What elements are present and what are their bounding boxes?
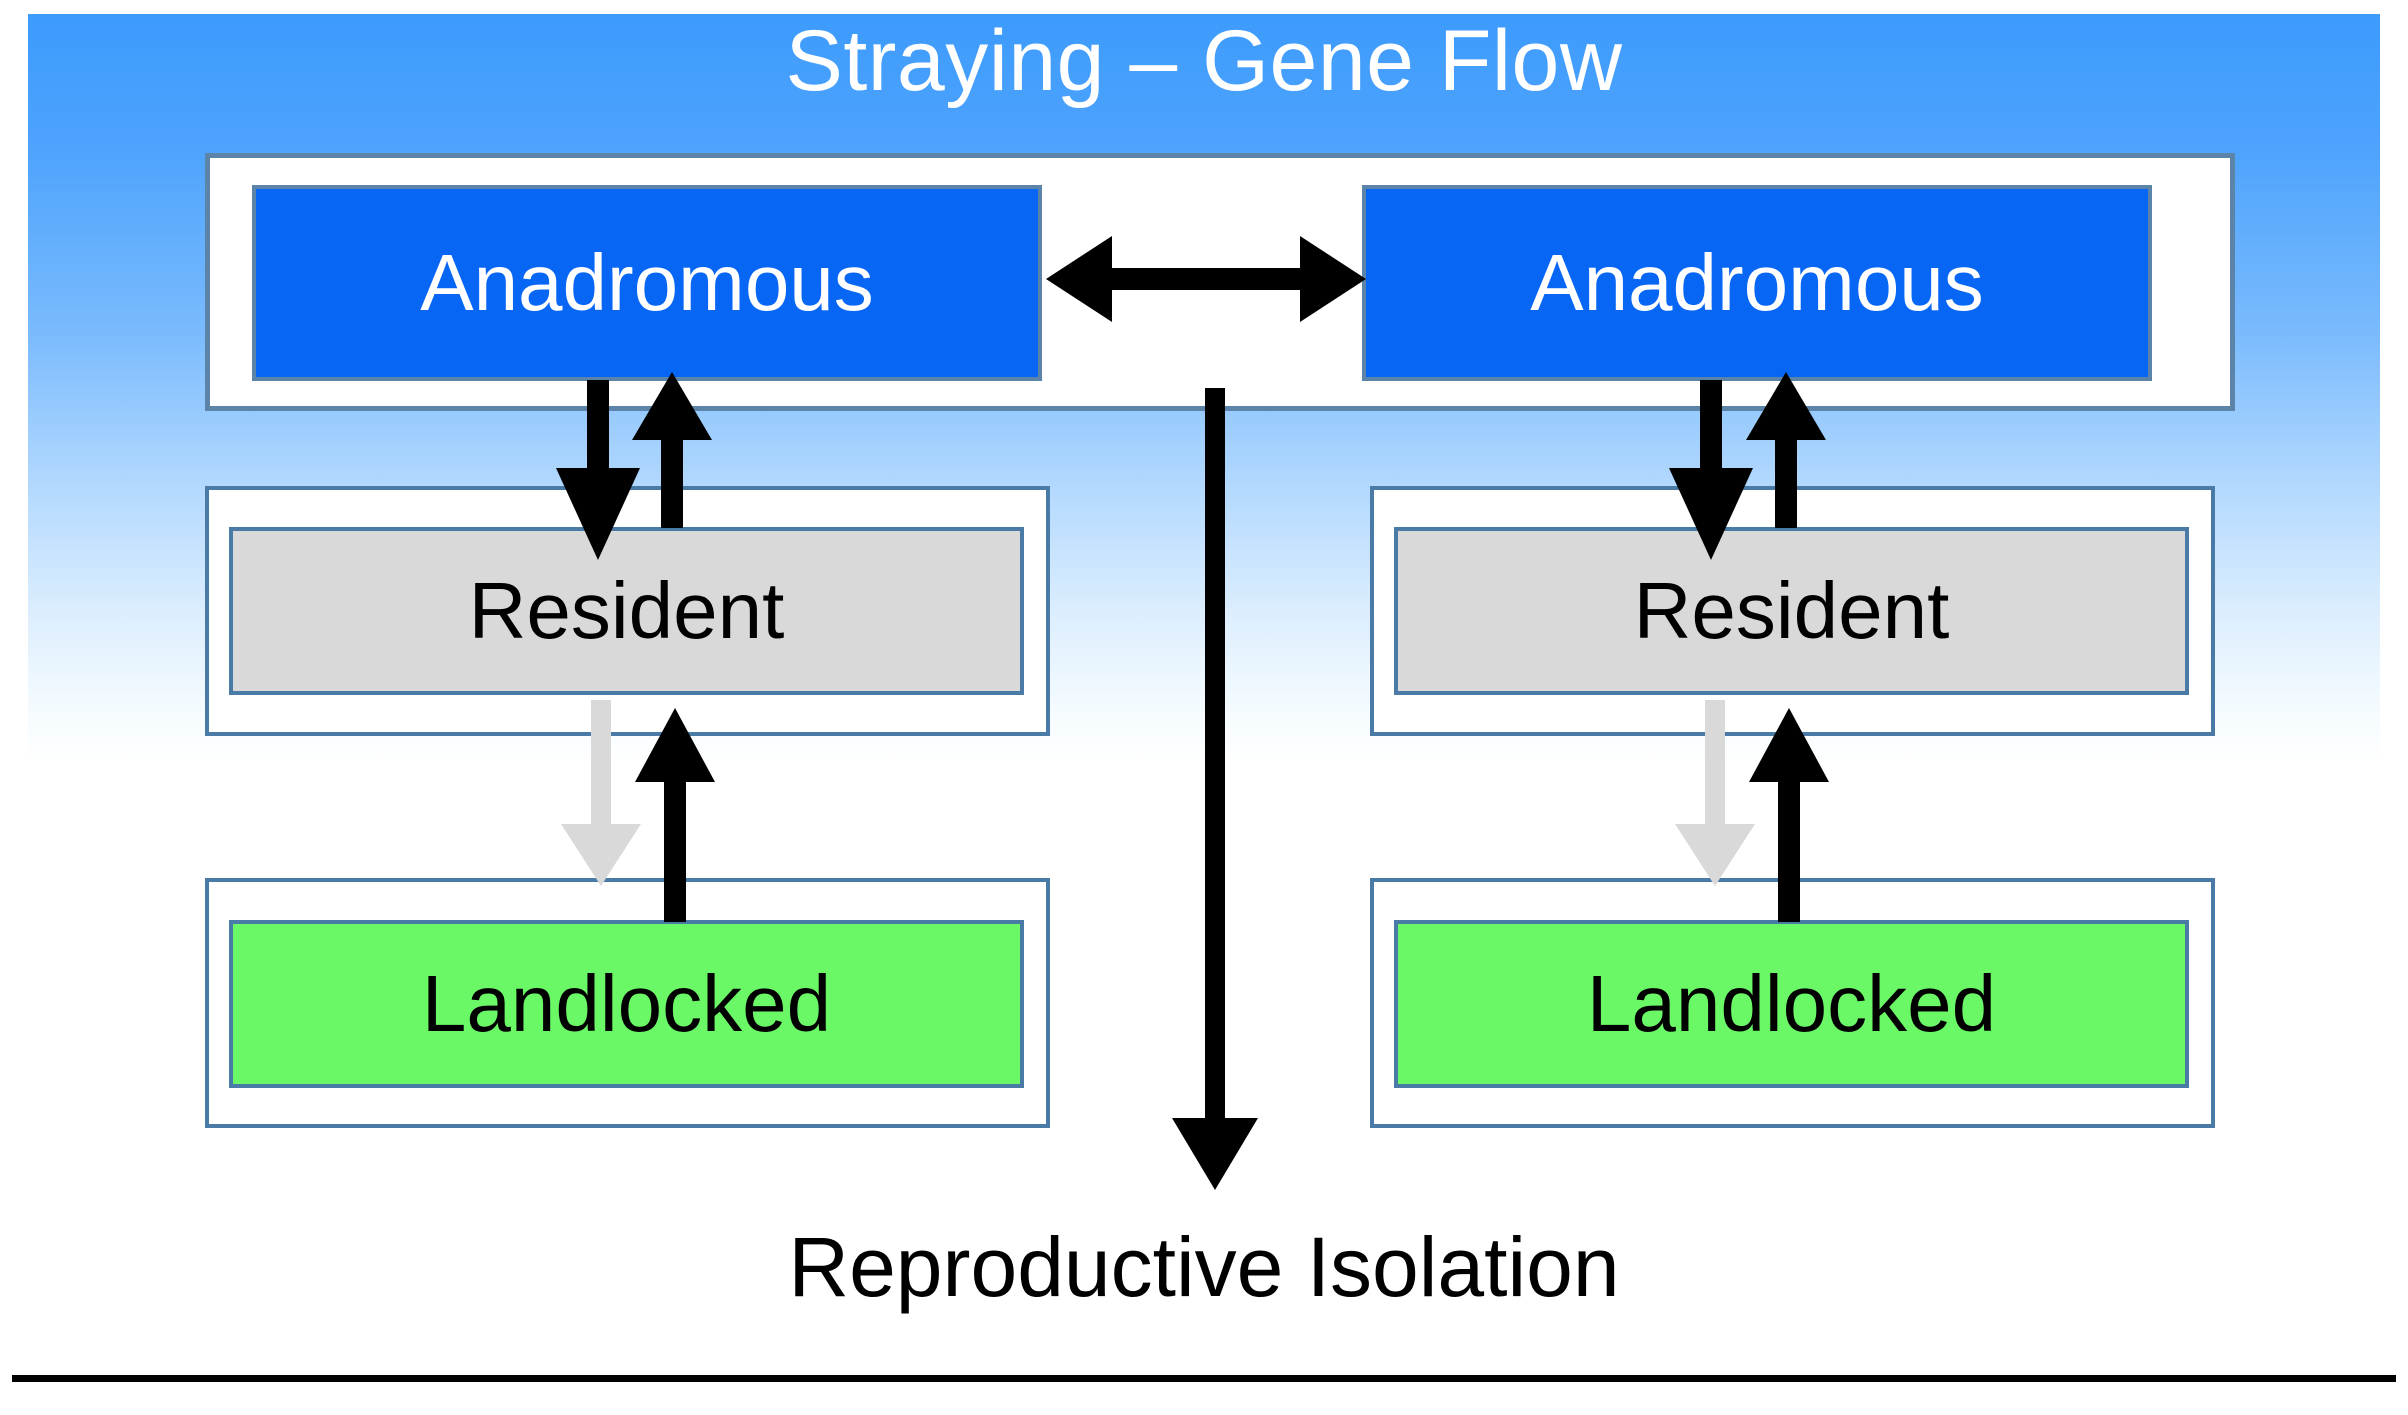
node-anadromous-left[interactable]: Anadromous	[252, 185, 1042, 381]
node-resident-right[interactable]: Resident	[1394, 527, 2189, 695]
node-resident-left[interactable]: Resident	[229, 527, 1024, 695]
node-landlocked-left[interactable]: Landlocked	[229, 920, 1024, 1088]
bottom-divider	[12, 1375, 2396, 1382]
node-landlocked-right[interactable]: Landlocked	[1394, 920, 2189, 1088]
node-anadromous-right[interactable]: Anadromous	[1362, 185, 2152, 381]
reproductive-isolation-label: Reproductive Isolation	[788, 1220, 1620, 1314]
diagram-title: Straying – Gene Flow	[785, 13, 1623, 109]
